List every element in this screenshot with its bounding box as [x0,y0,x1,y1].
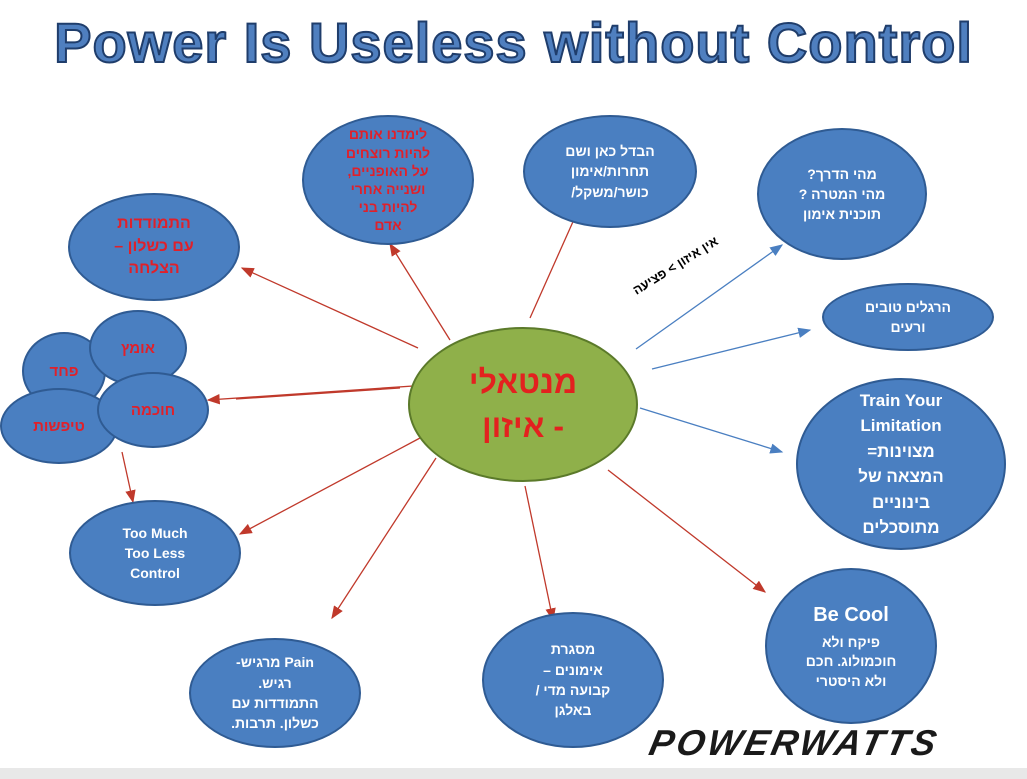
node-control: Too Much Too Less Control [69,500,241,606]
node-pain-text: Pain מרגיש- רגיש. התמודדות עם כשלון. תרב… [231,654,319,732]
node-failure: התמודדות עם כשלון – הצלחה [68,193,240,301]
slide-title: Power Is Useless without Control [53,10,973,75]
node-murderers-text: לימדנו אותם להיות רוצחים על האופניים, וש… [345,126,431,234]
node-cool: Be Cool פיקח ולא חוכמולוג. חכם ולא היסטר… [765,568,937,724]
arrow-to-competitions [529,204,581,319]
arrow-to-framework [524,485,556,622]
node-cool-title: Be Cool [813,603,889,626]
node-pain: Pain מרגיש- רגיש. התמודדות עם כשלון. תרב… [189,638,361,748]
arrow-to-habits [651,327,812,370]
arrow-stupidity-to-control [121,451,136,504]
node-train: Train Your Limitation מצוינות= המצאה של … [796,378,1006,550]
node-framework-text: מסגרת אימונים – קבועה מדי / באלגן [535,641,611,719]
node-stupidity-text: טיפשות [33,417,85,435]
node-murderers: לימדנו אותם להיות רוצחים על האופניים, וש… [302,115,474,245]
node-fear-text: פחד [49,362,79,380]
arrow-to-wisdom-2 [235,387,401,400]
bottom-bar [0,768,1027,779]
node-path-text: מהי הדרך? מהי המטרה ? תוכנית אימון [798,165,886,223]
node-framework: מסגרת אימונים – קבועה מדי / באלגן [482,612,664,748]
arrow-to-wisdom [206,384,429,405]
node-path: מהי הדרך? מהי המטרה ? תוכנית אימון [757,128,927,260]
node-habits: הרגלים טובים ורעים [822,283,994,351]
arrow-to-control [238,437,421,535]
node-wisdom-text: חוכמה [130,401,176,419]
node-cool-text: פיקח ולא חוכמולוג. חכם ולא היסטרי [805,633,897,689]
node-wisdom: חוכמה [97,372,209,448]
node-competitions: הבדל כאן ושם תחרות/אימון כושר/משקל/ [523,115,697,228]
node-failure-text: התמודדות עם כשלון – הצלחה [114,215,194,278]
center-node: מנטאלי - איזון [408,327,638,482]
node-courage-text: אומץ [121,339,155,357]
node-train-text: Train Your Limitation מצוינות= המצאה של … [858,390,944,538]
node-competitions-text: הבדל כאן ושם תחרות/אימון כושר/משקל/ [565,143,655,200]
arrow-to-failure [240,267,419,349]
arrow-to-train [639,407,784,454]
arrow-to-pain [331,457,437,620]
node-control-text: Too Much Too Less Control [122,524,188,582]
arrow-to-cool [607,469,767,593]
arrow-to-path [635,244,784,350]
arrow-to-murderers [389,242,451,341]
node-habits-text: הרגלים טובים ורעים [864,298,952,335]
powerwatts-logo: POWERWATTS [645,722,944,763]
